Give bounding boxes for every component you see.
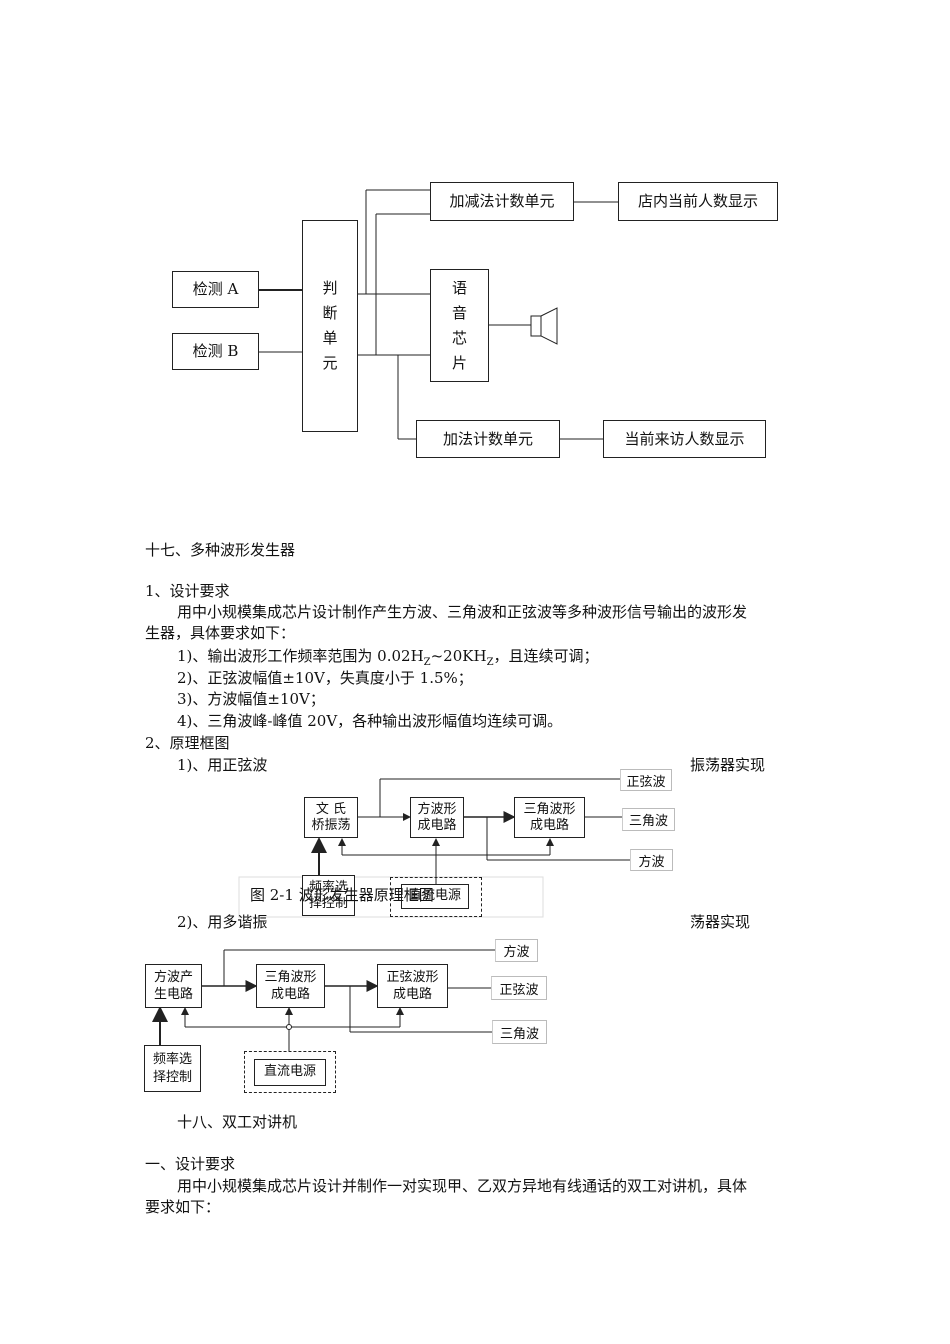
wien-bridge-box: 文 氏 桥振荡 — [304, 797, 358, 838]
visitor-display-box: 当前来访人数显示 — [603, 420, 766, 458]
item1-part: 1)、输出波形工作频率范围为 0.02H — [177, 647, 424, 665]
req-item-4: 4)、三角波峰-峰值 20V，各种输出波形幅值均连续可调。 — [177, 712, 563, 730]
section18-title: 十八、双工对讲机 — [177, 1113, 298, 1131]
tri-shape-box-2: 三角波形 成电路 — [256, 964, 325, 1008]
voice-char: 音 — [451, 303, 467, 322]
judge-char: 元 — [322, 354, 338, 372]
square-gen-box: 方波产 生电路 — [145, 964, 202, 1008]
tri-shape-line: 三角波形 — [523, 801, 576, 817]
sub1-left: 1)、用正弦波 — [177, 756, 268, 774]
tri-shape-line: 成电路 — [529, 817, 569, 833]
dc-source-frame — [390, 877, 482, 917]
square-gen-line: 方波产 — [153, 970, 193, 985]
wien-line: 桥振荡 — [311, 817, 351, 833]
tri-shape-line: 三角波形 — [264, 970, 317, 985]
junction-dot — [286, 1024, 292, 1030]
freq-ctrl-line: 频率选 — [308, 879, 348, 895]
speaker-icon — [530, 307, 558, 345]
req-item-1: 1)、输出波形工作频率范围为 0.02HZ~20KHZ，且连续可调； — [177, 646, 599, 673]
detect-a-label: 检测 A — [192, 280, 239, 299]
section18-intro-line2: 要求如下： — [145, 1198, 221, 1216]
dc-source-frame-2 — [244, 1051, 336, 1093]
out-sine-label-2: 正弦波 — [491, 976, 547, 1000]
detect-b-label: 检测 B — [192, 342, 239, 361]
diagram-heading: 2、原理框图 — [145, 734, 230, 752]
item1-part: ，且连续可调； — [493, 647, 599, 665]
req-item-3: 3)、方波幅值±10V； — [177, 690, 325, 708]
sine-shape-line: 正弦波形 — [386, 970, 439, 985]
voice-char: 芯 — [451, 328, 467, 347]
square-shape-line: 方波形 — [417, 801, 457, 817]
detect-a-box: 检测 A — [172, 271, 259, 308]
square-shape-box: 方波形 成电路 — [410, 797, 464, 838]
sine-shape-line: 成电路 — [392, 987, 432, 1002]
item1-sub: Z — [423, 657, 431, 668]
freq-ctrl-box: 频率选 择控制 — [302, 875, 355, 916]
section18-intro-line1: 用中小规模集成芯片设计并制作一对实现甲、乙双方异地有线通话的双工对讲机，具体 — [177, 1177, 748, 1195]
out-sine-label: 正弦波 — [620, 769, 672, 791]
add-counter-label: 加法计数单元 — [442, 429, 533, 448]
freq-ctrl-line: 频率选 — [152, 1051, 192, 1067]
out-tri-label: 三角波 — [622, 808, 675, 831]
square-gen-line: 生电路 — [153, 987, 193, 1002]
wien-line: 文 氏 — [315, 801, 347, 817]
item1-sub: Z — [486, 657, 494, 668]
detect-b-box: 检测 B — [172, 333, 259, 370]
sine-shape-box: 正弦波形 成电路 — [377, 964, 448, 1008]
freq-ctrl-line: 择控制 — [308, 895, 348, 911]
req-item-2: 2)、正弦波幅值±10V，失真度小于 1.5%； — [177, 669, 473, 687]
dc-label: 直流电源 — [263, 1064, 316, 1080]
dc-source-box-2: 直流电源 — [254, 1059, 326, 1086]
judge-char: 断 — [322, 304, 338, 322]
req-intro-line2: 生器，具体要求如下： — [145, 624, 296, 642]
out-tri-label-2: 三角波 — [492, 1020, 547, 1044]
out-square-label-2: 方波 — [495, 939, 538, 962]
section17-req-heading: 1、设计要求 — [145, 582, 230, 600]
dc-source-box: 直流电源 — [401, 884, 469, 909]
add-counter-box: 加法计数单元 — [416, 420, 560, 458]
judge-char: 判 — [322, 279, 338, 297]
freq-ctrl-line: 择控制 — [152, 1069, 192, 1085]
figure-caption: 图 2-1 波形发生器原理框图 — [250, 886, 434, 904]
judge-unit-box: 判 断 单 元 — [302, 220, 358, 432]
tri-shape-box: 三角波形 成电路 — [514, 797, 585, 838]
sub2-left: 2)、用多谐振 — [177, 913, 268, 931]
dc-label: 直流电源 — [408, 888, 461, 904]
square-shape-line: 成电路 — [417, 817, 457, 833]
item1-part: ~20KH — [430, 647, 487, 665]
addsub-counter-label: 加减法计数单元 — [449, 192, 555, 211]
tri-shape-line: 成电路 — [270, 987, 310, 1002]
section18-req-heading: 一、设计要求 — [145, 1155, 236, 1173]
visitor-display-label: 当前来访人数显示 — [624, 429, 745, 448]
sub1-right: 振荡器实现 — [690, 756, 766, 774]
addsub-counter-box: 加减法计数单元 — [430, 182, 574, 221]
store-display-label: 店内当前人数显示 — [637, 192, 758, 211]
freq-ctrl-box-2: 频率选 择控制 — [144, 1045, 201, 1092]
sub2-right: 荡器实现 — [690, 913, 751, 931]
voice-char: 语 — [451, 278, 467, 297]
store-display-box: 店内当前人数显示 — [618, 182, 778, 221]
voice-char: 片 — [451, 353, 467, 372]
judge-char: 单 — [322, 329, 338, 347]
out-square-label: 方波 — [630, 849, 673, 871]
req-intro-line1: 用中小规模集成芯片设计制作产生方波、三角波和正弦波等多种波形信号输出的波形发 — [177, 603, 748, 621]
voice-chip-box: 语 音 芯 片 — [430, 269, 489, 382]
section17-title: 十七、多种波形发生器 — [145, 541, 296, 559]
